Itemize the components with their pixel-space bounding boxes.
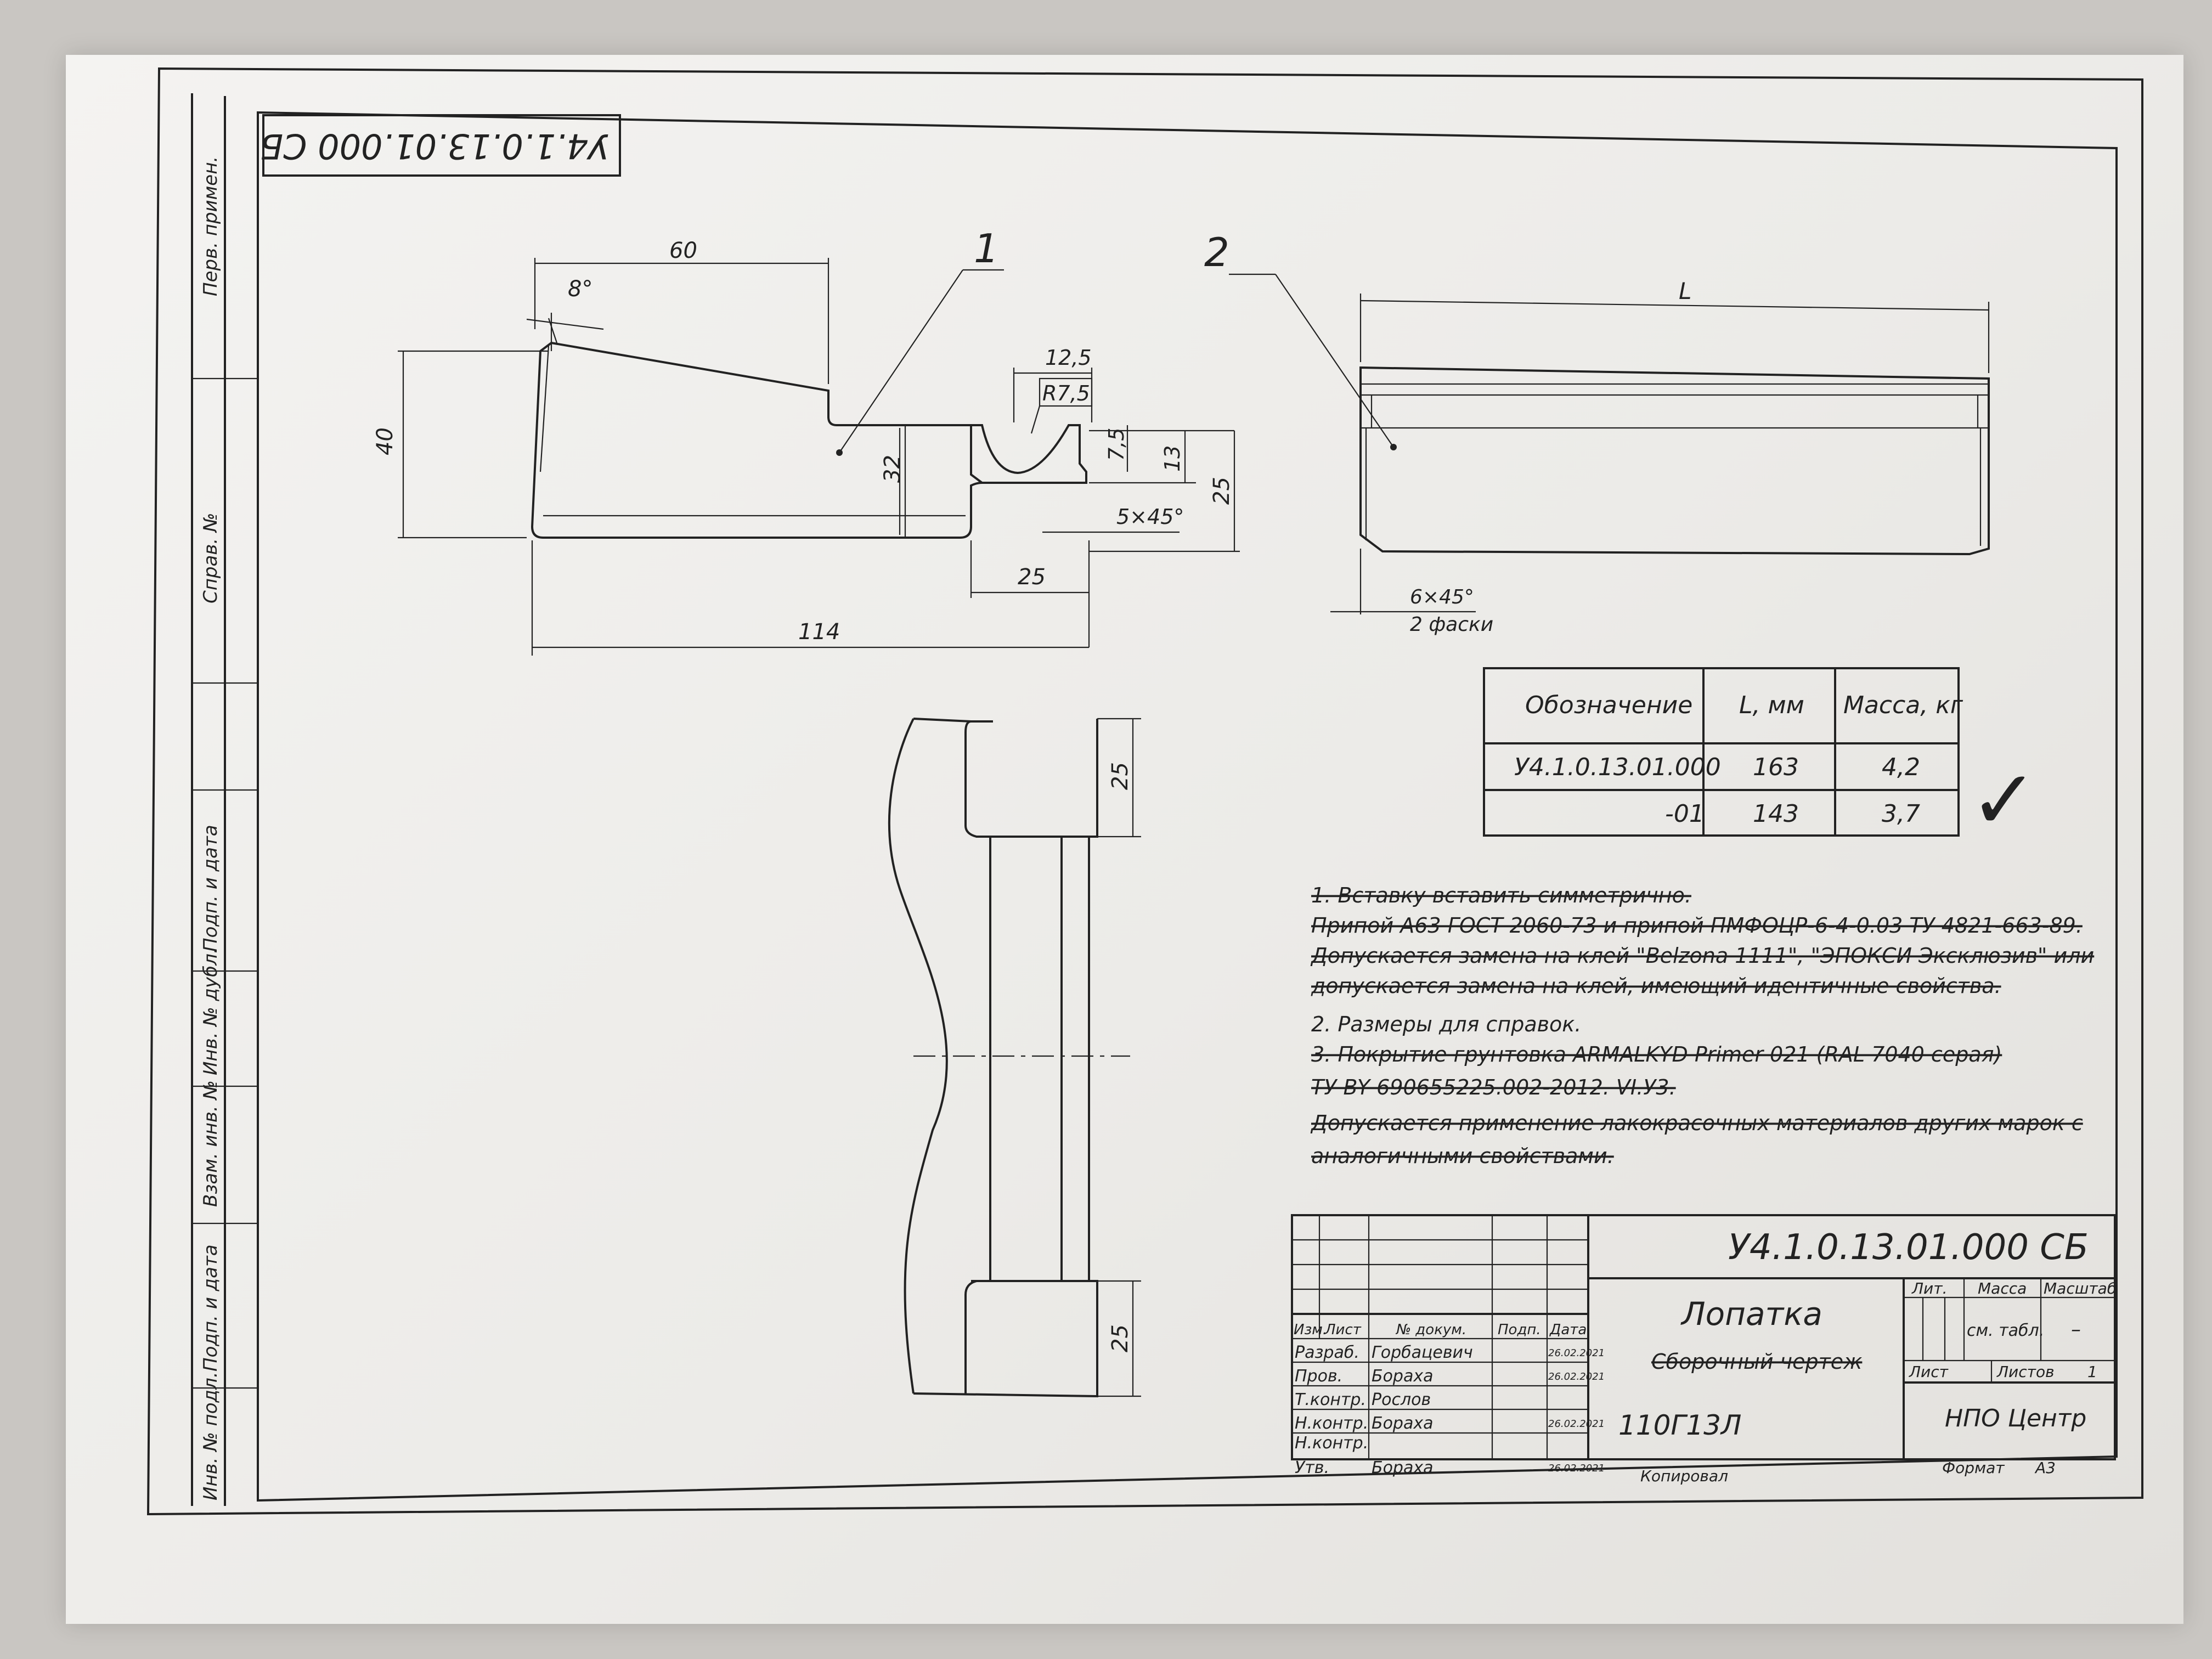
dim-13: 13: [1160, 445, 1184, 472]
side-label-inv-dubl: Инв. № дубл.: [200, 947, 222, 1075]
tb-scale-value: –: [2071, 1318, 2081, 1341]
tb-person: Рослов: [1372, 1390, 1431, 1409]
side-label-sprav-no: Справ. №: [200, 513, 222, 603]
note-line: 2. Размеры для справок.: [1311, 1012, 1581, 1036]
dim-chamfer-6x45: 6×45°: [1410, 586, 1474, 608]
dim-60: 60: [669, 238, 697, 263]
tb-role: Н.контр.: [1295, 1414, 1368, 1433]
tb-person: Горбацевич: [1372, 1343, 1473, 1362]
tb-role: Н.контр.: [1295, 1434, 1368, 1453]
tb-format-value: А3: [2034, 1459, 2056, 1477]
view-side-profile: 1 60 8° 40 32 12,5 R7,5 7,5 13: [373, 225, 1240, 656]
tb-material: 110Г13Л: [1618, 1409, 1742, 1441]
dim-7-5: 7,5: [1104, 428, 1128, 461]
tb-date: 26.02.2021: [1548, 1463, 1605, 1474]
dim-angle-8: 8°: [568, 276, 592, 302]
tb-role: Пров.: [1295, 1367, 1342, 1386]
corner-designation: У4.1.0.13.01.000 СБ: [260, 126, 609, 166]
table-header-designation: Обозначение: [1525, 691, 1692, 719]
note-line: Припой А63 ГОСТ 2060-73 и припой ПМФОЦР-…: [1311, 913, 2083, 938]
tb-lit-label: Лит.: [1911, 1279, 1947, 1297]
side-label-podp-data-bottom: Подп. и дата: [200, 1244, 222, 1372]
tb-date: 26.02.2021: [1548, 1347, 1605, 1359]
tb-role: Утв.: [1295, 1458, 1329, 1477]
technical-notes: 1. Вставку вставить симметрично. Припой …: [1310, 883, 2094, 1168]
callout-part-1: 1: [974, 225, 999, 272]
table-header-mass: Масса, кг: [1843, 691, 1963, 719]
title-block: Изм. Лист № докум. Подп. Дата Разраб. Го…: [1291, 1214, 2117, 1485]
tb-copied: Копировал: [1640, 1467, 1728, 1485]
tb-col-podp: Подп.: [1498, 1322, 1541, 1338]
side-label-vzam-inv: Взам. инв. №: [200, 1080, 222, 1207]
dim-25-side: 25: [1209, 477, 1234, 505]
tb-role: Т.контр.: [1295, 1390, 1366, 1409]
note-line: 3. Покрытие грунтовка ARMALKYD Primer 02…: [1311, 1042, 2002, 1066]
side-label-podp-data-top: Подп. и дата: [200, 825, 222, 952]
tb-mass-value: см. табл.: [1967, 1321, 2044, 1340]
dim-40: 40: [373, 427, 398, 455]
side-label-inv-podl: Инв. № подл.: [200, 1372, 222, 1500]
tb-col-doc: № докум.: [1395, 1322, 1466, 1338]
dim-25-bottom-view: 25: [1108, 1324, 1133, 1352]
note-line: Допускается применение лакокрасочных мат…: [1310, 1111, 2083, 1135]
tb-mass-label: Масса: [1978, 1279, 2027, 1297]
tb-date: 26.02.2021: [1548, 1418, 1605, 1430]
tb-person: Бораха: [1372, 1414, 1434, 1433]
side-label-perv-primen: Перв. примен.: [200, 156, 222, 296]
tb-col-date: Дата: [1549, 1322, 1587, 1338]
table-cell: 4,2: [1882, 753, 1920, 781]
tb-sheets-label: Листов: [1996, 1363, 2055, 1381]
dim-114: 114: [798, 619, 840, 645]
table-cell: У4.1.0.13.01.000: [1514, 753, 1721, 781]
note-line: ТУ BY 690655225.002-2012. VI.У3.: [1311, 1075, 1676, 1099]
side-columns: Перв. примен. Справ. № Подп. и дата Инв.…: [191, 93, 258, 1506]
tb-designation: У4.1.0.13.01.000 СБ: [1728, 1227, 2089, 1268]
tb-sheets-value: 1: [2087, 1363, 2097, 1381]
callout-part-2: 2: [1204, 229, 1229, 275]
tb-sheet-label: Лист: [1909, 1363, 1949, 1381]
dim-12-5: 12,5: [1045, 346, 1092, 370]
note-line: Допускается замена на клей "Belzona 1111…: [1310, 944, 2094, 968]
table-cell: 143: [1753, 800, 1799, 828]
tb-col-izm: Изм.: [1294, 1322, 1327, 1338]
note-line: аналогичными свойствами.: [1311, 1144, 1614, 1168]
dim-r7-5: R7,5: [1042, 381, 1090, 405]
table-cell: 3,7: [1882, 800, 1920, 828]
dim-chamfer-5x45: 5×45°: [1116, 505, 1184, 529]
check-mark: ✓: [1970, 753, 2039, 848]
tb-part-name: Лопатка: [1680, 1295, 1822, 1333]
view-front: 2 L 6×45° 2 фаски: [1204, 229, 1990, 636]
tb-format-label: Формат: [1942, 1459, 2005, 1477]
variants-table: Обозначение L, мм Масса, кг У4.1.0.13.01…: [1483, 667, 2039, 848]
dim-L: L: [1679, 278, 1691, 304]
dim-32: 32: [880, 455, 905, 483]
tb-person: Бораха: [1372, 1367, 1434, 1386]
view-top: 25 25: [888, 718, 1141, 1398]
paper-sheet: [66, 55, 2183, 1624]
dim-25-bottom: 25: [1018, 565, 1046, 590]
tb-doc-type: Сборочный чертеж: [1651, 1350, 1862, 1374]
dim-25-top-view: 25: [1108, 762, 1133, 790]
tb-col-list: Лист: [1324, 1322, 1362, 1338]
note-line: допускается замена на клей, имеющий иден…: [1311, 974, 2001, 998]
tb-date: 26.02.2021: [1548, 1371, 1605, 1383]
outer-frame: [146, 67, 2143, 1516]
corner-designation-box: [262, 114, 621, 177]
note-line: 1. Вставку вставить симметрично.: [1311, 883, 1691, 907]
tb-role: Разраб.: [1295, 1343, 1359, 1362]
table-cell: -01: [1665, 800, 1705, 828]
table-cell: 163: [1753, 753, 1799, 781]
inner-frame: [257, 111, 2118, 1502]
tb-person: Бораха: [1372, 1458, 1434, 1477]
tb-scale-label: Масштаб: [2044, 1279, 2117, 1297]
tb-organization: НПО Центр: [1945, 1404, 2086, 1432]
table-header-length: L, мм: [1739, 691, 1804, 719]
dim-two-chamfers: 2 фаски: [1410, 613, 1493, 636]
